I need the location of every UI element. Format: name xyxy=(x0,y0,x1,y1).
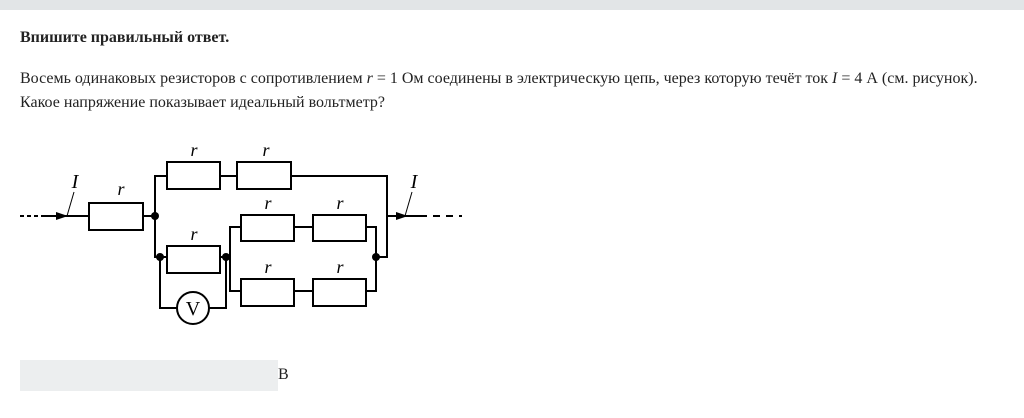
resistor xyxy=(166,245,221,274)
current-label-out: I xyxy=(410,171,419,193)
answer-unit: В xyxy=(278,366,289,383)
voltmeter-label: V xyxy=(186,298,201,320)
resistor-label: r xyxy=(117,179,125,199)
resistor-label: r xyxy=(190,224,198,244)
node xyxy=(156,253,164,261)
resistor xyxy=(166,161,221,190)
resistor-label: r xyxy=(264,193,272,213)
circuit-diagram: r r r r r r r r I I V xyxy=(20,140,462,325)
question-text: Восемь одинаковых резисторов с сопротивл… xyxy=(20,70,978,111)
resistor xyxy=(312,278,367,307)
resistor-label: r xyxy=(336,257,344,277)
top-bar xyxy=(0,0,1024,10)
resistor xyxy=(88,202,144,231)
voltmeter xyxy=(176,291,210,325)
answer-input[interactable] xyxy=(20,360,278,391)
node xyxy=(151,212,159,220)
resistor-label: r xyxy=(262,140,270,160)
resistor xyxy=(236,161,292,190)
resistor xyxy=(240,278,295,307)
current-label-in: I xyxy=(71,171,80,193)
resistor xyxy=(240,214,295,242)
node xyxy=(222,253,230,261)
node xyxy=(372,253,380,261)
resistor xyxy=(312,214,367,242)
resistor-label: r xyxy=(264,257,272,277)
resistor-label: r xyxy=(336,193,344,213)
instruction: Впишите правильный ответ. xyxy=(20,29,230,46)
resistor-label: r xyxy=(190,140,198,160)
